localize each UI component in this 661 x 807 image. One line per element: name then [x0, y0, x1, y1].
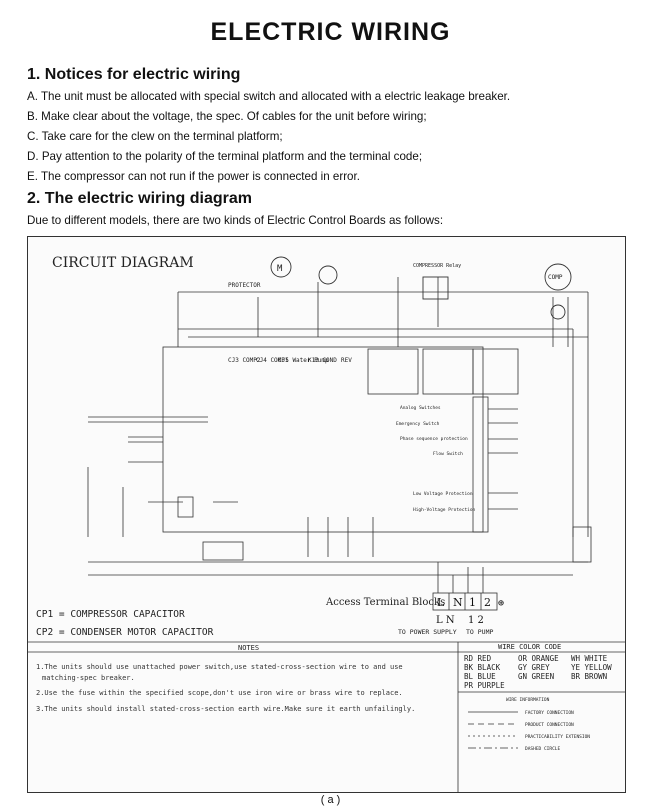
terminal-1: 1 — [469, 596, 476, 609]
wire-color: RD RED — [464, 654, 492, 663]
wire-info-item: PRODUCT CONNECTION — [525, 722, 574, 728]
wire-info-item: FACTORY CONNECTION — [525, 710, 574, 716]
figure-caption: ( a ) — [320, 794, 341, 806]
notice-item: B. Make clear about the voltage, the spe… — [27, 110, 427, 123]
wire-info-title: WIRE INFORMATION — [506, 697, 550, 703]
relay-icon — [422, 276, 449, 300]
svg-text:M: M — [277, 264, 283, 274]
cap-note: CP1 = COMPRESSOR CAPACITOR — [36, 609, 185, 620]
notice-item: E. The compressor can not run if the pow… — [27, 170, 360, 183]
board-label: REV — [341, 357, 352, 364]
page-title: ELECTRIC WIRING — [210, 18, 451, 46]
wire-info-item: PRACTICABILITY EXTENSION — [525, 734, 590, 740]
circuit-diagram-svg: M CIRCUIT DIAGRAM PROTECTOR COMPRESSOR R… — [28, 255, 625, 792]
wire-info-item: DASHED CIRCLE — [525, 746, 561, 752]
capacitor-icon — [318, 265, 338, 285]
board-label: CJ4 COMP1 — [256, 357, 289, 364]
cap-note: CP2 = CONDENSER MOTOR CAPACITOR — [36, 627, 214, 638]
wire-color: WH WHITE — [571, 654, 608, 663]
to-pump-label: TO PUMP — [466, 628, 493, 636]
diagram-title: CIRCUIT DIAGRAM — [52, 255, 194, 271]
to-power-label: TO POWER SUPPLY — [398, 628, 457, 636]
terminal-2: 2 — [484, 596, 491, 609]
wire-color: BL BLUE — [464, 672, 496, 681]
terminal-sub-ln: L N — [436, 615, 455, 626]
wire-color: BK BLACK — [464, 663, 501, 672]
terminal-blocks-label: Access Terminal Blocks — [325, 597, 445, 608]
board-label: K12 COND — [308, 357, 337, 364]
board-label: CJ3 COMP2 — [228, 357, 261, 364]
switch-label: Emergency Switch — [396, 421, 440, 427]
switch-label: High-Voltage Protection — [413, 507, 476, 513]
section2-heading: 2. The electric wiring diagram — [27, 190, 252, 207]
notes-line: 3.The units should install stated-cross-… — [36, 705, 415, 713]
compressor-icon — [544, 263, 572, 291]
terminal-n: N — [453, 596, 463, 609]
switch-label: Flow Switch — [433, 451, 463, 457]
notice-item: C. Take care for the clew on the termina… — [27, 130, 283, 143]
notice-item: A. The unit must be allocated with speci… — [27, 90, 511, 103]
switch-label: Phase sequence protection — [400, 436, 468, 442]
section1-heading: 1. Notices for electric wiring — [27, 66, 241, 83]
circuit-diagram: M CIRCUIT DIAGRAM PROTECTOR COMPRESSOR R… — [27, 236, 626, 793]
notice-item: D. Pay attention to the polarity of the … — [27, 150, 423, 163]
compressor-relay-label: COMPRESSOR Relay — [413, 263, 461, 269]
fan-motor-icon — [270, 256, 292, 278]
section2-intro: Due to different models, there are two k… — [27, 214, 444, 227]
wire-color: GY GREY — [518, 663, 550, 672]
comp-label: COMP — [548, 274, 563, 281]
ground-icon: ⊕ — [498, 598, 504, 609]
compressor-capacitor-icon — [550, 304, 566, 320]
wire-color: GN GREEN — [518, 672, 554, 681]
board-label: CJ5 Water Pump — [278, 357, 329, 364]
notes-line: 2.Use the fuse within the specified scop… — [36, 689, 403, 697]
notes-line: matching-spec breaker. — [42, 674, 135, 682]
switch-label: Analog Switches — [400, 405, 441, 411]
wire-color: PR PURPLE — [464, 681, 505, 690]
notes-title: NOTES — [238, 644, 259, 652]
notes-line: 1.The units should use unattached power … — [36, 663, 403, 671]
wire-color: BR BROWN — [571, 672, 607, 681]
switch-label: Low Voltage Protection — [413, 491, 473, 497]
wire-color: OR ORANGE — [518, 654, 559, 663]
protector-label: PROTECTOR — [228, 282, 261, 289]
terminal-sub-12: 1 2 — [468, 615, 484, 626]
terminal-l: L — [437, 596, 445, 609]
wire-color-title: WIRE COLOR CODE — [498, 643, 561, 651]
wire-color: YE YELLOW — [571, 663, 612, 672]
